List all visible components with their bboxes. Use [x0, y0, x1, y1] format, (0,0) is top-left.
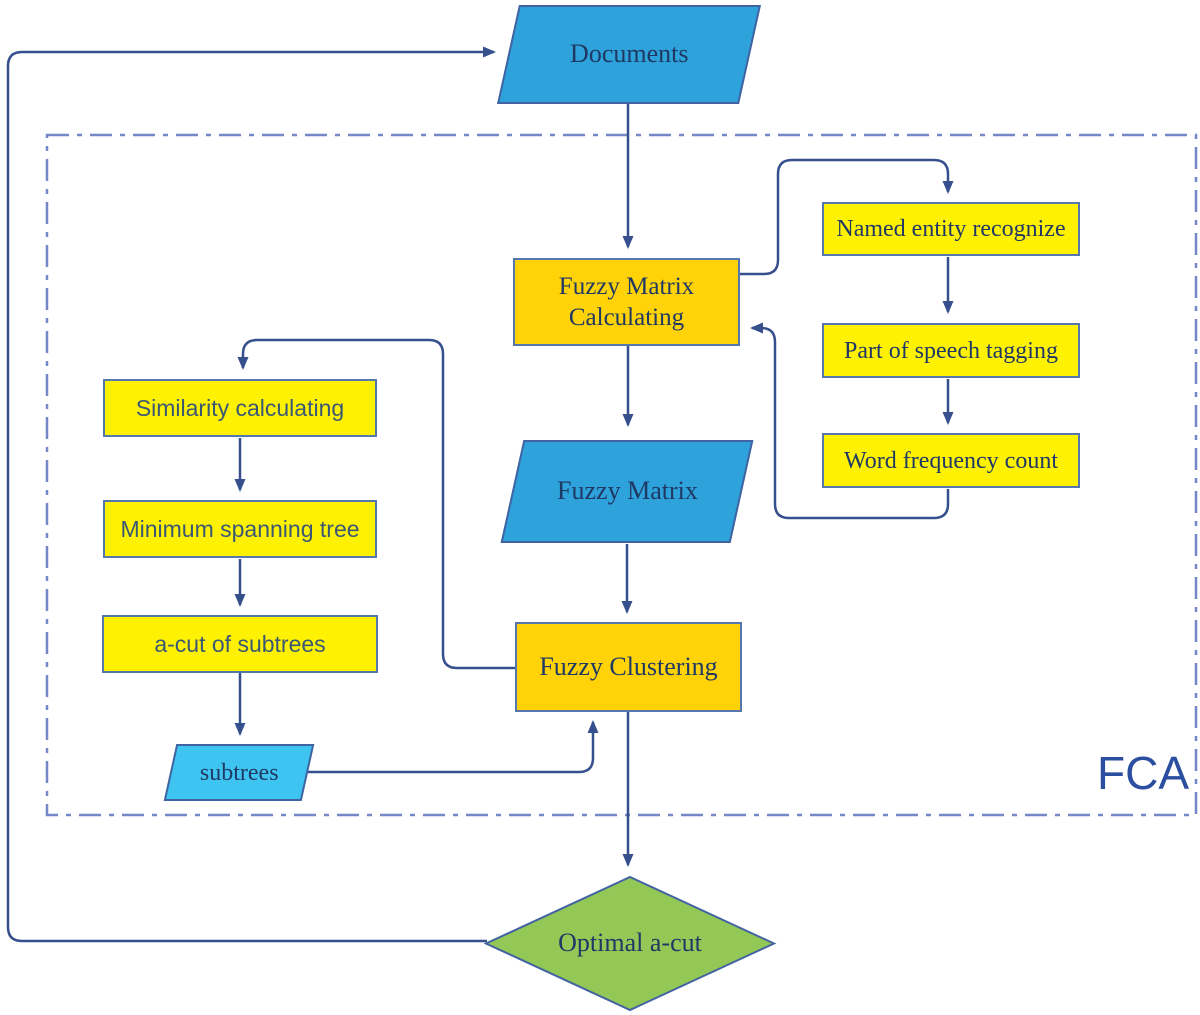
- node-part-of-speech-tagging-label: Part of speech tagging: [844, 337, 1058, 364]
- node-documents-label: Documents: [569, 39, 689, 69]
- node-fuzzy-matrix: Fuzzy Matrix: [500, 440, 754, 543]
- edge-optimal-a-cut-to-documents: [6, 46, 496, 943]
- node-fuzzy-matrix-label: Fuzzy Matrix: [556, 476, 698, 506]
- node-named-entity-recognize: Named entity recognize: [822, 202, 1080, 256]
- fca-region-label: FCA: [1097, 747, 1189, 799]
- node-a-cut-of-subtrees-label: a-cut of subtrees: [154, 630, 326, 657]
- node-similarity-calculating: Similarity calculating: [103, 379, 377, 437]
- node-subtrees-label: subtrees: [199, 759, 279, 786]
- node-minimum-spanning-tree: Minimum spanning tree: [103, 500, 377, 558]
- node-documents: Documents: [497, 5, 761, 104]
- node-similarity-calculating-label: Similarity calculating: [135, 394, 345, 421]
- node-fuzzy-matrix-calculating: Fuzzy Matrix Calculating: [513, 258, 740, 346]
- node-a-cut-of-subtrees: a-cut of subtrees: [102, 615, 378, 673]
- edge-subtrees-to-fuzzy-clustering: [300, 720, 599, 774]
- edge-word-frequency-count-to-fuzzy-matrix-calculating: [750, 322, 950, 520]
- node-fuzzy-matrix-calculating-label: Fuzzy Matrix Calculating: [558, 272, 695, 331]
- node-optimal-a-cut: Optimal a-cut: [483, 875, 777, 1012]
- edge-fuzzy-clustering-to-similarity-calculating: [237, 338, 515, 670]
- node-named-entity-recognize-label: Named entity recognize: [836, 216, 1066, 242]
- node-fuzzy-clustering-label: Fuzzy Clustering: [539, 651, 718, 681]
- node-fuzzy-clustering: Fuzzy Clustering: [515, 622, 742, 712]
- node-word-frequency-count: Word frequency count: [822, 433, 1080, 488]
- diamond-shape: [483, 875, 777, 1012]
- node-word-frequency-count-label: Word frequency count: [844, 447, 1058, 474]
- node-optimal-a-cut-label: Optimal a-cut: [558, 928, 702, 958]
- node-part-of-speech-tagging: Part of speech tagging: [822, 323, 1080, 378]
- edge-fuzzy-matrix-calculating-to-named-entity-recognize: [740, 158, 954, 276]
- fca-region-border: [45, 133, 1198, 817]
- node-minimum-spanning-tree-label: Minimum spanning tree: [120, 515, 360, 542]
- node-subtrees: subtrees: [163, 744, 315, 801]
